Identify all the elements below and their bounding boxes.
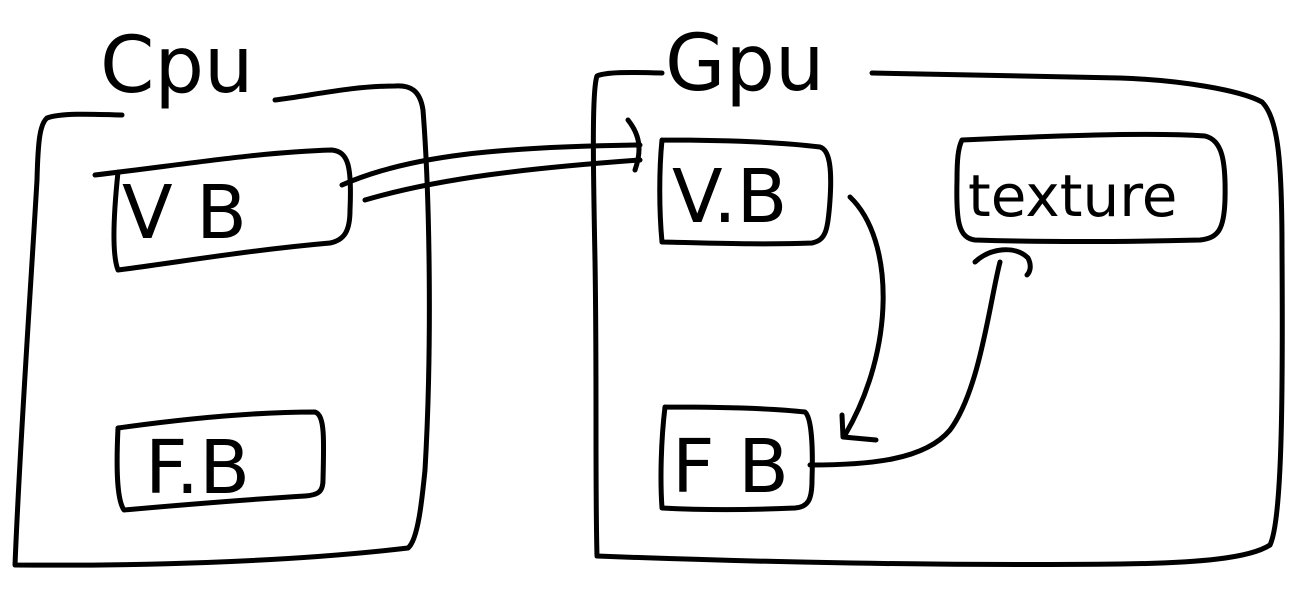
gpu-texture-outline	[954, 131, 1228, 244]
cpu-to-gpu-line-upper	[339, 142, 643, 188]
gpu-fb-box: F B	[658, 404, 815, 512]
gpu-fb-to-texture-arrowhead	[972, 247, 1033, 278]
gpu-vb-box: V.B	[657, 137, 834, 247]
gpu-container-outline	[590, 69, 1285, 568]
cpu-group: Cpu V B F.B	[12, 21, 432, 568]
gpu-texture-box: texture	[954, 131, 1228, 244]
cpu-to-gpu-line-lower	[362, 157, 643, 203]
cpu-fb-label: F.B	[145, 425, 250, 511]
gpu-title: Gpu	[665, 19, 824, 109]
gpu-texture-label: texture	[968, 162, 1178, 230]
gpu-vb-label: V.B	[672, 154, 787, 240]
cpu-container-outline	[12, 83, 432, 568]
gpu-vb-to-fb-arrowhead	[839, 412, 879, 443]
cpu-to-gpu-arrowhead	[625, 117, 642, 173]
connectors	[339, 117, 1033, 468]
gpu-group: Gpu V.B texture F B	[590, 19, 1285, 568]
gpu-vb-to-fb-curve	[842, 194, 886, 438]
cpu-fb-box: F.B	[114, 409, 327, 513]
gpu-fb-label: F B	[672, 424, 789, 510]
cpu-fb-outline	[114, 409, 327, 513]
gpu-vb-outline	[657, 137, 834, 247]
cpu-title: Cpu	[100, 21, 253, 111]
gpu-fb-outline	[658, 404, 815, 512]
gpu-fb-to-texture-curve	[807, 259, 1003, 468]
cpu-vb-outline	[92, 147, 353, 273]
cpu-vb-box: V B	[92, 147, 353, 273]
cpu-vb-label: V B	[122, 170, 247, 256]
